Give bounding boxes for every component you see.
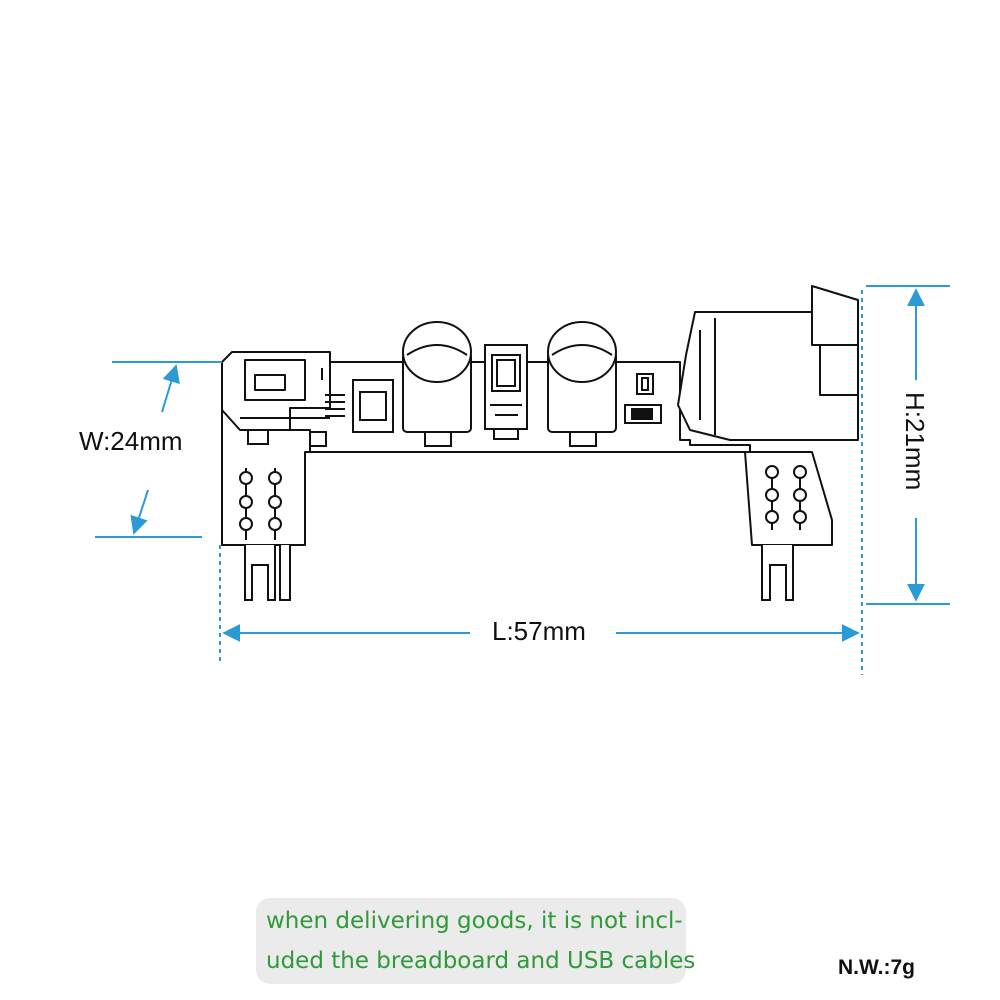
height-dimension [866, 285, 950, 605]
dc-jack [677, 285, 859, 441]
width-label: W:24mm [79, 426, 183, 456]
height-label: H:21mm [900, 392, 930, 490]
smd-components [624, 373, 662, 424]
delivery-note-line1: when delivering goods, it is not incl- [266, 908, 683, 934]
delivery-note: when delivering goods, it is not incl- u… [256, 898, 696, 984]
width-dimension [95, 361, 222, 538]
right-pin-header [761, 465, 807, 601]
switch-block [352, 379, 394, 433]
net-weight-label: N.W.:7g [838, 956, 915, 979]
pin-row [247, 394, 345, 447]
length-label: L:57mm [492, 616, 586, 646]
voltage-regulator [484, 344, 528, 440]
left-pin-header [239, 468, 291, 601]
delivery-note-line2: uded the breadboard and USB cables [266, 948, 696, 974]
capacitor-right [547, 321, 617, 447]
usb-port [221, 351, 331, 431]
capacitor-left [402, 321, 472, 447]
length-dimension [219, 290, 863, 675]
